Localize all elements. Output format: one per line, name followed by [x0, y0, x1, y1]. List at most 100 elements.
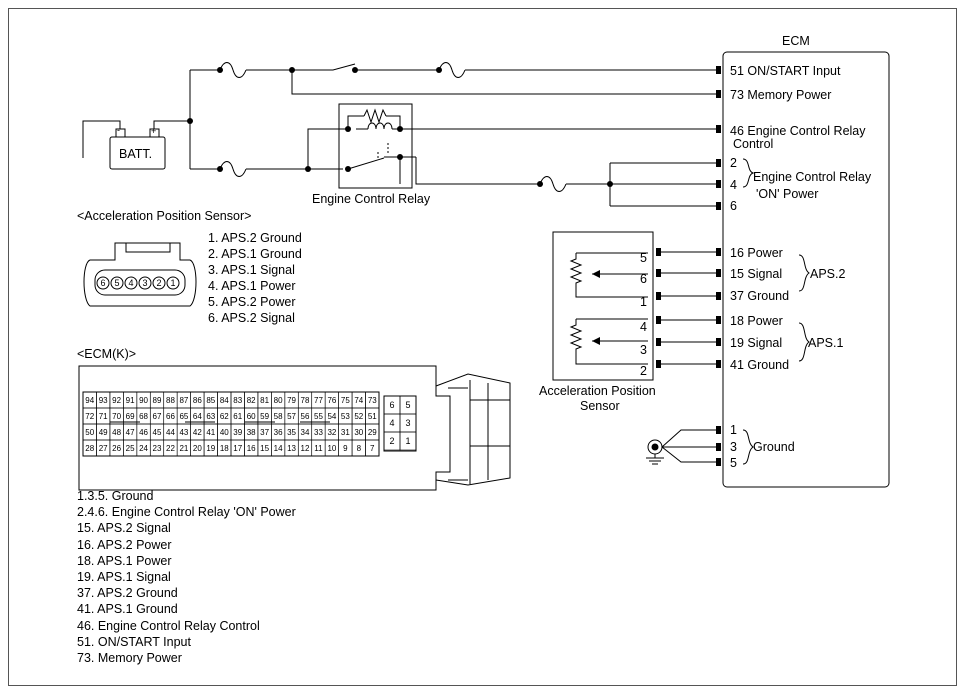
ecm-k-pin-number: 25 [126, 444, 135, 453]
ecm-k-pin-number: 75 [341, 396, 350, 405]
ecm-k-pin-number: 7 [370, 444, 375, 453]
sensor-label: Acceleration Position [539, 384, 656, 398]
relay-label: Engine Control Relay [312, 192, 431, 206]
ecm-k-pin-number: 62 [220, 412, 229, 421]
ecm-k-pin-number: 52 [354, 412, 363, 421]
ecm-k-pin-number: 78 [301, 396, 310, 405]
legend-item: 1.3.5. Ground [77, 489, 154, 503]
ecm-k-pin-number: 42 [193, 428, 202, 437]
ecm-k-pin-number: 49 [99, 428, 108, 437]
legend-item: 19. APS.1 Signal [77, 570, 171, 585]
aps-pin-desc-1: 1. APS.2 Ground [208, 231, 302, 245]
ecm-k-pin-number: 87 [179, 396, 188, 405]
ecm-k-pin-number: 70 [112, 412, 121, 421]
ecm-pin-6: 6 [730, 199, 737, 213]
aps-section-title: <Acceleration Position Sensor> [77, 209, 251, 223]
ecm-k-pin-number: 21 [179, 444, 188, 453]
legend-item: 51. ON/START Input [77, 634, 191, 649]
ecm-k-pin-number: 73 [368, 396, 377, 405]
ecm-k-pin-number: 66 [166, 412, 175, 421]
ecm-k-pin-number: 94 [85, 396, 94, 405]
ecm-k-pin-number: 89 [153, 396, 162, 405]
legend-item: 46. Engine Control Relay Control [77, 618, 260, 633]
ecm-pin-18: 18 Power [730, 314, 783, 328]
sensor-pin-marker [656, 316, 661, 324]
sensor-pin-marker [656, 338, 661, 346]
pin-legend: 1.3.5. Ground 2.4.6. Engine Control Relay… [77, 488, 296, 666]
ecm-k-pin-number: 17 [233, 444, 242, 453]
battery-box [109, 136, 166, 170]
ecm-pin-marker [716, 202, 721, 210]
ecm-k-pin-number: 13 [287, 444, 296, 453]
aps1-group-label: APS.1 [808, 336, 843, 350]
ecm-pin-marker [716, 159, 721, 167]
ecm-k-pin-number: 64 [193, 412, 202, 421]
ecm-k-pin-number: 53 [341, 412, 350, 421]
ecm-k-pin-number: 10 [327, 444, 336, 453]
ecm-k-side-pin-number: 5 [405, 400, 410, 410]
ecm-pin-73: 73 Memory Power [730, 88, 831, 102]
ecm-k-pin-number: 45 [153, 428, 162, 437]
aps-connector-pin [96, 276, 110, 290]
ecm-k-pin-number: 59 [260, 412, 269, 421]
ecm-pin-marker [716, 458, 721, 466]
battery-label: BATT. [119, 147, 152, 161]
ecm-pin-37: 37 Ground [730, 289, 789, 303]
ecm-pin-46: 46 Engine Control Relay [730, 124, 866, 138]
ecm-pin-marker [716, 338, 721, 346]
ecm-k-side-pin-number: 2 [389, 436, 394, 446]
aps-sensor-box [552, 231, 654, 381]
ecm-k-pin-number: 27 [99, 444, 108, 453]
legend-item: 15. APS.2 Signal [77, 521, 171, 536]
sensor-pin-6: 6 [640, 272, 647, 286]
ecm-k-pin-number: 91 [126, 396, 135, 405]
sensor-pin-2: 2 [640, 364, 647, 378]
ecm-k-side-pin-number: 4 [389, 418, 394, 428]
sensor-pin-marker [656, 248, 661, 256]
ecm-pin-ground-3: 3 [730, 440, 737, 454]
ecm-k-pin-number: 34 [301, 428, 310, 437]
ecm-k-pin-number: 83 [233, 396, 242, 405]
ecm-k-pin-number: 80 [274, 396, 283, 405]
ecm-k-pin-number: 60 [247, 412, 256, 421]
ecm-k-pin-number: 38 [247, 428, 256, 437]
ecm-k-pin-number: 43 [179, 428, 188, 437]
sensor-pin-5: 5 [640, 251, 647, 265]
ecm-title: ECM [782, 34, 810, 48]
aps-connector-pin [152, 276, 166, 290]
aps-connector-pin-number: 4 [128, 278, 133, 288]
ecm-k-pin-number: 24 [139, 444, 148, 453]
ecm-k-pin-number: 30 [354, 428, 363, 437]
ecm-pin-marker [716, 443, 721, 451]
ground-group-label: Ground [753, 440, 795, 454]
ecm-pin-46-cont: Control [733, 137, 773, 151]
ecm-k-pin-number: 11 [314, 444, 323, 453]
sensor-pin-1: 1 [640, 295, 647, 309]
ecm-k-pin-number: 18 [220, 444, 229, 453]
aps-connector-pin [110, 276, 124, 290]
ecm-pin-ground-1: 1 [730, 423, 737, 437]
ecm-k-side-pin-number: 6 [389, 400, 394, 410]
ecm-k-pin-number: 72 [85, 412, 94, 421]
aps2-group-label: APS.2 [810, 267, 845, 281]
aps-connector-pin-number: 2 [156, 278, 161, 288]
sensor-pin-4: 4 [640, 320, 647, 334]
ecm-k-side-pin-number: 1 [405, 436, 410, 446]
ecm-k-pin-number: 26 [112, 444, 121, 453]
ecm-k-pin-number: 69 [126, 412, 135, 421]
aps-connector-pin-number: 5 [114, 278, 119, 288]
ecm-k-pin-number: 57 [287, 412, 296, 421]
ecm-k-pin-number: 61 [233, 412, 242, 421]
ecm-k-side-pin-number: 3 [405, 418, 410, 428]
sensor-pin-marker [656, 292, 661, 300]
ecm-k-pin-number: 51 [368, 412, 377, 421]
ecm-k-pin-number: 68 [139, 412, 148, 421]
ecm-k-pin-number: 35 [287, 428, 296, 437]
ecm-k-pin-number: 54 [327, 412, 336, 421]
ecm-k-pin-number: 81 [260, 396, 269, 405]
aps-pin-desc-4: 4. APS.1 Power [208, 279, 296, 293]
relay-on-power-label: Engine Control Relay [753, 170, 872, 184]
ecm-k-pin-number: 63 [206, 412, 215, 421]
legend-item: 2.4.6. Engine Control Relay 'ON' Power [77, 505, 296, 520]
